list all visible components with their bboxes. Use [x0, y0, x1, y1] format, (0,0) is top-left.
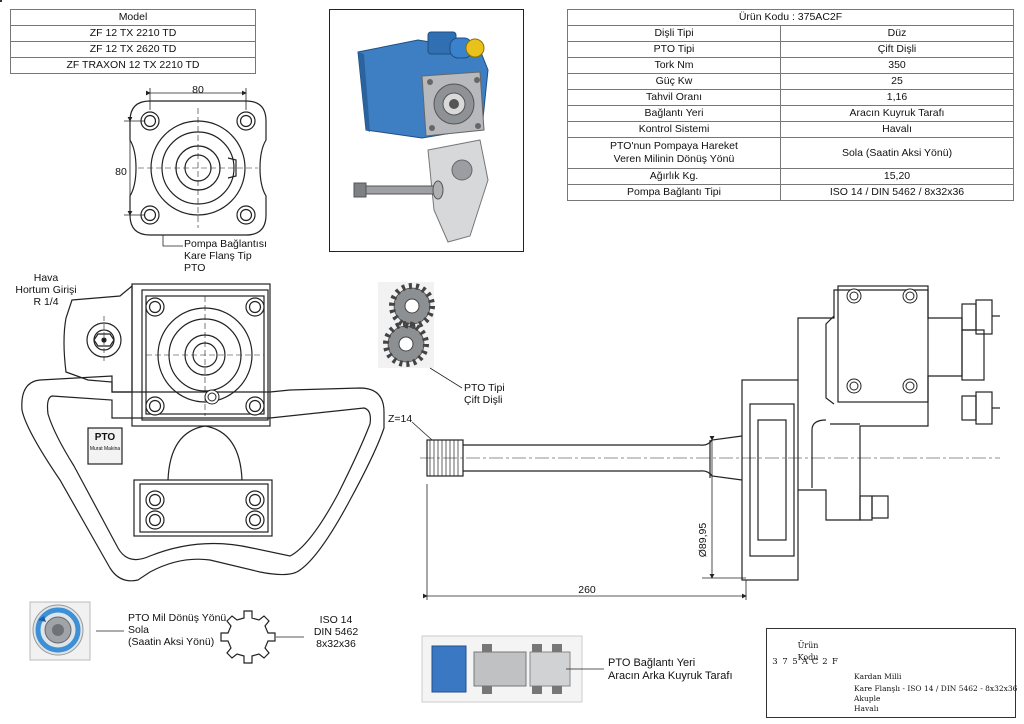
rotation-line: (Saatin Aksi Yönü): [128, 636, 215, 648]
air-inlet-line: R 1/4: [33, 296, 59, 308]
air-inlet-line: Hortum Girişi: [15, 284, 77, 296]
rotation-line: PTO Mil Dönüş Yönü: [128, 612, 227, 624]
spec-label: PTO'nun Pompaya Hareket Veren Milinin Dö…: [567, 137, 781, 169]
diameter-label: Ø89,95: [697, 522, 709, 558]
spline-profile-icon: [220, 610, 304, 664]
spec-value: Çift Dişli: [780, 41, 1014, 58]
rotation-callout: PTO Mil Dönüş Yönü Sola (Saatin Aksi Yön…: [128, 612, 238, 648]
legend-item: Akuple: [854, 694, 881, 703]
code-char: F: [832, 657, 838, 667]
flange-callout: Pompa Bağlantısı Kare Flanş Tip PTO: [184, 238, 276, 274]
mounting-line: PTO Bağlantı Yeri: [608, 657, 696, 669]
flange-callout-line: Kare Flanş Tip: [184, 250, 252, 262]
flange-callout-line: PTO: [184, 262, 206, 274]
flange-height-label: 80: [115, 166, 127, 178]
spec-label: Pompa Bağlantı Tipi: [567, 184, 781, 201]
spline-line: 8x32x36: [316, 638, 356, 650]
code-char: C: [811, 657, 819, 667]
legend-item: Kare Flanşlı - ISO 14 / DIN 5462 - 8x32x…: [854, 684, 1018, 693]
model-table: Model ZF 12 TX 2210 TD ZF 12 TX 2620 TD …: [10, 9, 256, 74]
pto-photo-illustration: [353, 31, 489, 243]
rotation-direction-icon: [29, 601, 124, 661]
legend-item: Kardan Milli: [854, 672, 902, 681]
mounting-callout: PTO Bağlantı Yeri Aracın Arka Kuyruk Tar…: [608, 657, 758, 683]
spline-callout: ISO 14 DIN 5462 8x32x36: [306, 614, 366, 650]
mounting-line: Aracın Arka Kuyruk Tarafı: [608, 670, 733, 682]
spec-value: Aracın Kuyruk Tarafı: [780, 105, 1014, 122]
spec-label: Ağırlık Kg.: [567, 168, 781, 185]
name-plate-company: Murat Makina: [89, 446, 121, 452]
product-photo: [329, 9, 524, 252]
legend-item: Havalı: [854, 704, 879, 713]
gear-callout-line: Çift Dişli: [464, 394, 503, 406]
gear-callout-line: PTO Tipi: [464, 382, 505, 394]
gear-callout: PTO Tipi Çift Dişli: [464, 382, 524, 406]
air-inlet-label: Hava Hortum Girişi R 1/4: [8, 272, 84, 308]
spec-value: Sola (Saatin Aksi Yönü): [780, 137, 1014, 169]
code-char: 5: [792, 657, 798, 667]
code-char: 7: [782, 657, 788, 667]
side-view-dimensions: [411, 421, 747, 600]
pto-side-view: [420, 285, 1000, 581]
spec-label: Bağlantı Yeri: [567, 105, 781, 122]
code-char: 2: [822, 657, 828, 667]
spec-table-title: Ürün Kodu : 375AC2F: [567, 9, 1014, 26]
spec-label: Kontrol Sistemi: [567, 121, 781, 138]
pto-front-view: [21, 283, 385, 582]
spec-value: ISO 14 / DIN 5462 / 8x32x36: [780, 184, 1014, 201]
rotation-line: Sola: [128, 624, 150, 636]
flange-callout-line: Pompa Bağlantısı: [184, 238, 267, 250]
teeth-count-label: Z=14: [388, 413, 413, 425]
flange-width-label: 80: [192, 84, 204, 96]
truck-mounting-icon: [421, 635, 604, 703]
product-code-legend: [766, 628, 1016, 718]
double-gear-icon: [378, 282, 463, 389]
code-char: 3: [772, 657, 778, 667]
spline-line: DIN 5462: [313, 626, 359, 638]
legend-title: Ürün Kodu: [797, 641, 819, 662]
air-inlet-line: Hava: [33, 272, 59, 284]
shaft-length-label: 260: [578, 584, 596, 596]
spline-line: ISO 14: [319, 614, 353, 626]
flange-top-view: [129, 100, 267, 236]
code-char: A: [801, 657, 809, 667]
name-plate-logo: PTO: [94, 432, 116, 443]
model-table-row: ZF TRAXON 12 TX 2210 TD: [10, 57, 256, 74]
flange-dimensions: [124, 88, 247, 247]
